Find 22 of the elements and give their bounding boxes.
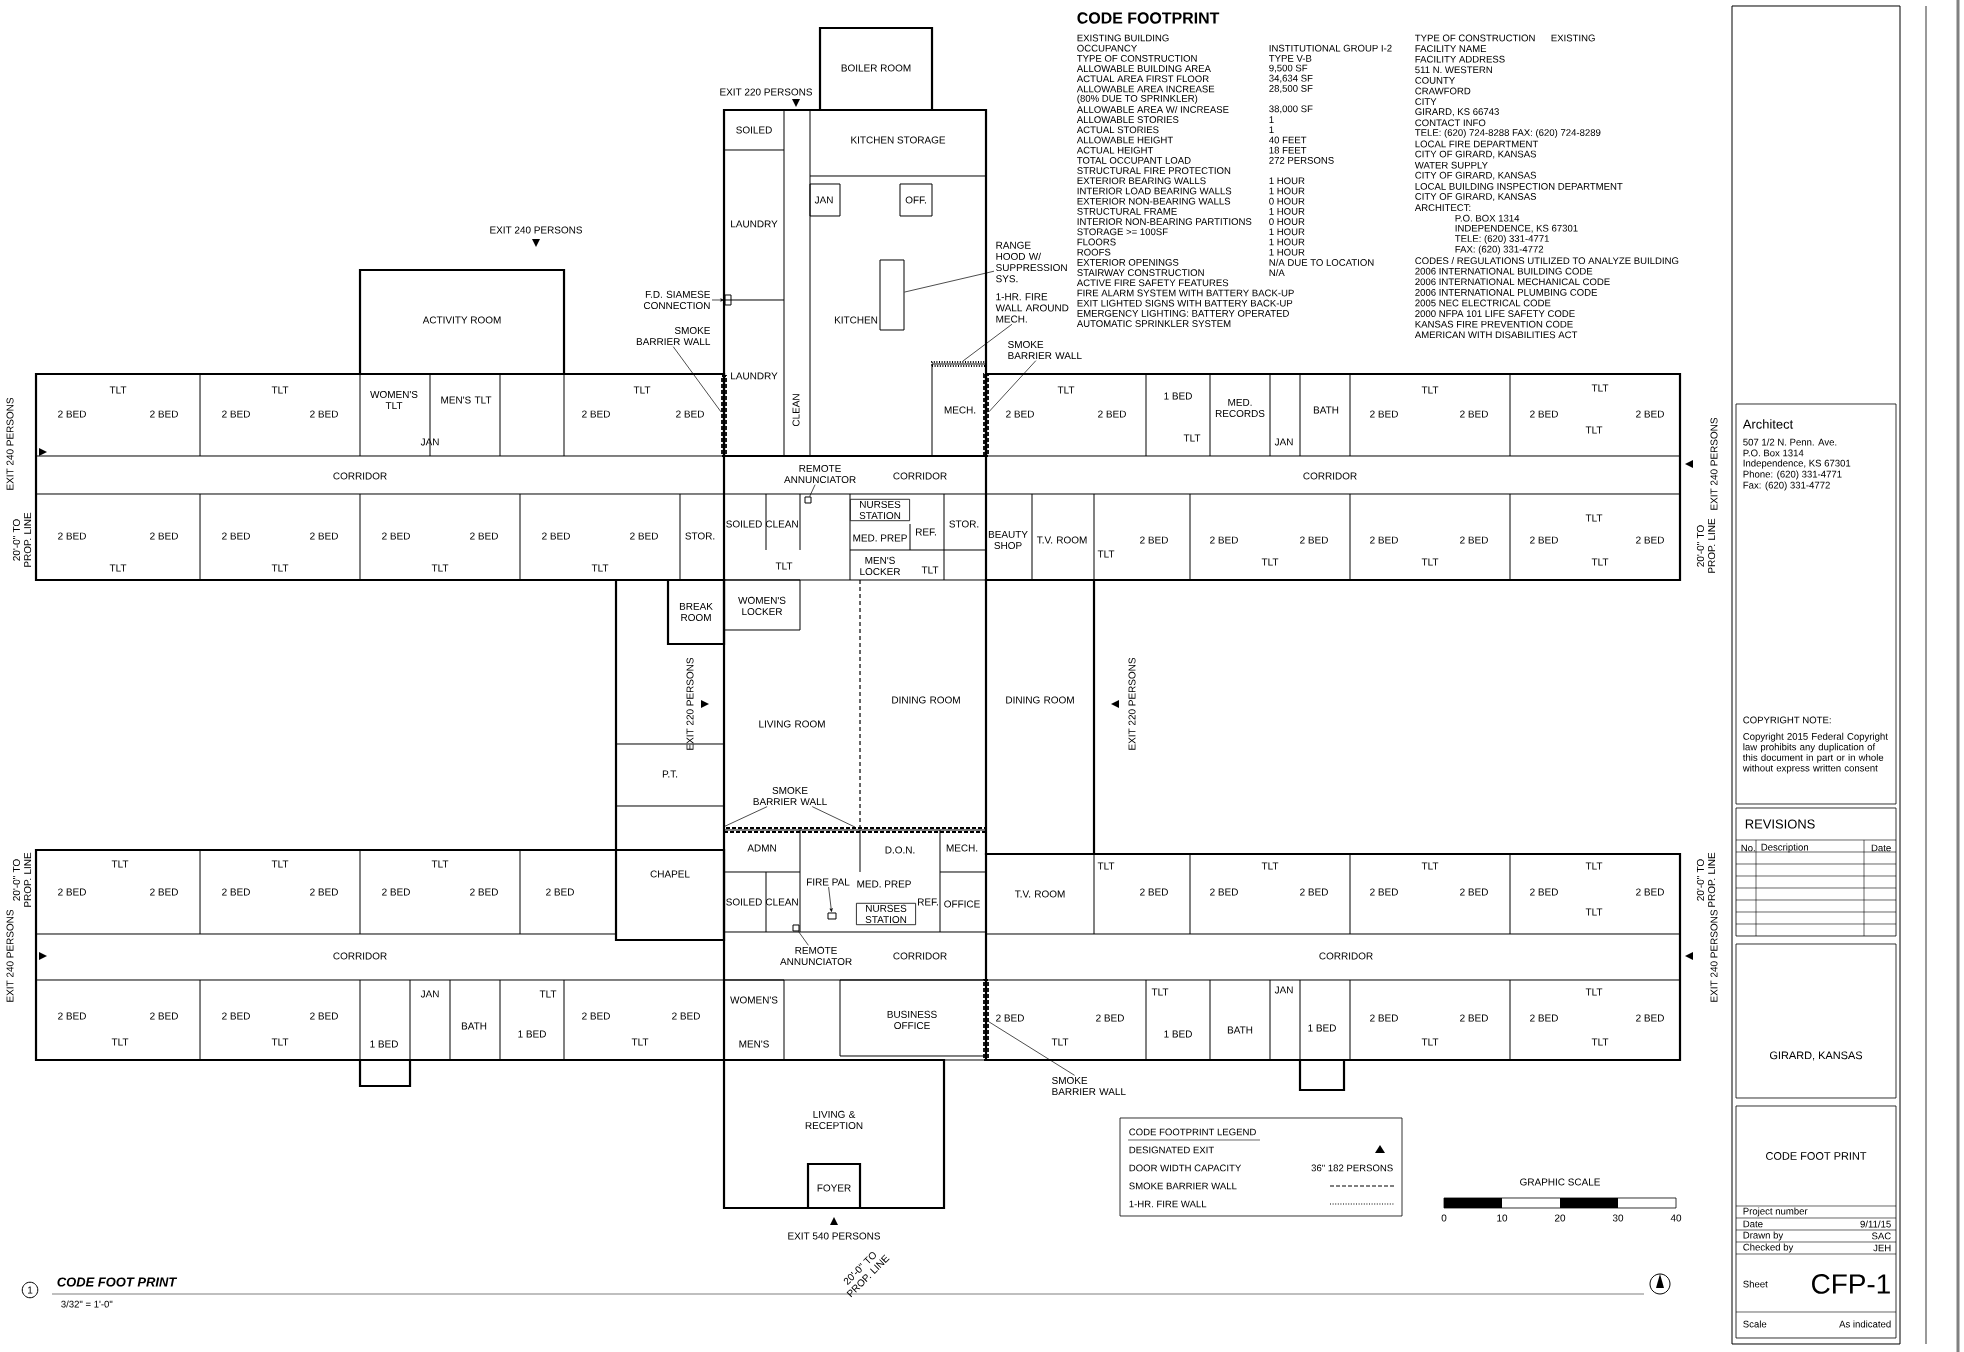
- leader-line: [672, 346, 722, 413]
- empty-box: [792, 924, 800, 932]
- leader-line: [811, 806, 856, 828]
- leader-line: [988, 1021, 1075, 1076]
- leader-line: [904, 270, 995, 293]
- leader-line: [798, 931, 809, 946]
- leader-line: [722, 806, 768, 828]
- empty-box: [827, 912, 837, 920]
- wall-segment: [931, 361, 987, 367]
- leader-line: [988, 360, 1037, 413]
- wall-segment: [723, 827, 987, 833]
- empty-box: [724, 294, 732, 306]
- leader-line: [962, 323, 1013, 362]
- leader-line: [809, 484, 816, 497]
- leader-line: [711, 298, 724, 302]
- wall-segment: [721, 375, 727, 457]
- title-block-text: CFP-1: [1812, 1274, 1890, 1294]
- empty-box: [879, 259, 905, 331]
- wall-segment: [983, 979, 989, 1061]
- empty-box: [804, 496, 812, 504]
- leader-line: [828, 886, 833, 912]
- wall-segment: [983, 373, 989, 457]
